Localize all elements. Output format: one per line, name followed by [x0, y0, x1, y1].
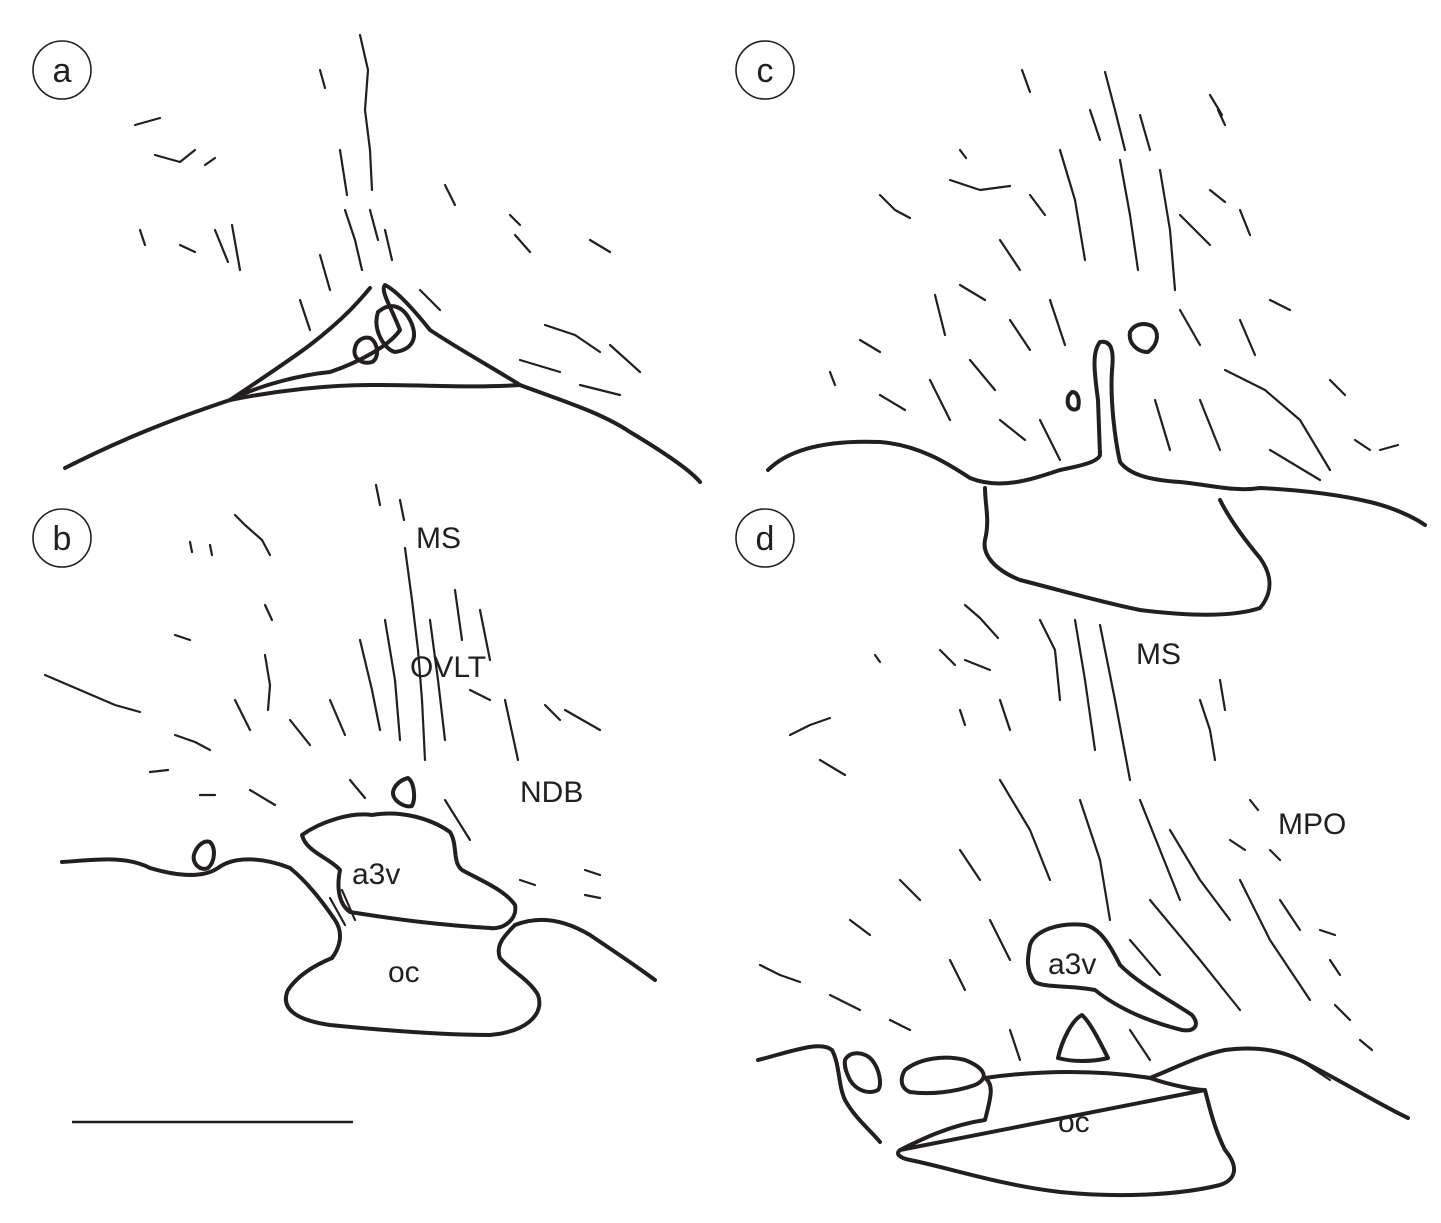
- panel-c-fibers: [828, 68, 1400, 482]
- panel-b: b: [32, 483, 657, 1037]
- panel-b-letter: b: [53, 520, 72, 558]
- panel-c-badge: c: [735, 40, 795, 100]
- panel-a-letter: a: [53, 52, 72, 90]
- panel-a-fibers: [133, 33, 642, 397]
- panel-b-fibers: [43, 483, 602, 927]
- panel-d: d: [735, 508, 1410, 1198]
- panel-b-badge: b: [32, 508, 92, 568]
- oc-label: oc: [388, 956, 420, 989]
- panel-c-outline: [766, 322, 1427, 617]
- ndb-label: NDB: [520, 776, 583, 809]
- mpo-label: MPO: [1278, 808, 1346, 841]
- a3v-label-d: a3v: [1048, 948, 1096, 981]
- panel-c-letter: c: [757, 52, 774, 90]
- ms-label-d: MS: [1136, 638, 1181, 671]
- panel-d-badge: d: [735, 508, 795, 568]
- panel-b-outline: [60, 776, 657, 1037]
- panel-d-outline: [756, 922, 1410, 1198]
- panel-a-outline: [63, 283, 702, 484]
- panel-a-badge: a: [32, 40, 92, 100]
- panel-a: a: [32, 33, 702, 484]
- ms-label: MS: [416, 522, 461, 555]
- ovlt-label: OVLT: [410, 651, 486, 684]
- a3v-label: a3v: [352, 858, 400, 891]
- panel-c: c: [735, 40, 1427, 617]
- oc-label-d: oc: [1058, 1106, 1090, 1139]
- panel-d-fibers: [758, 603, 1374, 1082]
- panel-d-letter: d: [756, 520, 775, 558]
